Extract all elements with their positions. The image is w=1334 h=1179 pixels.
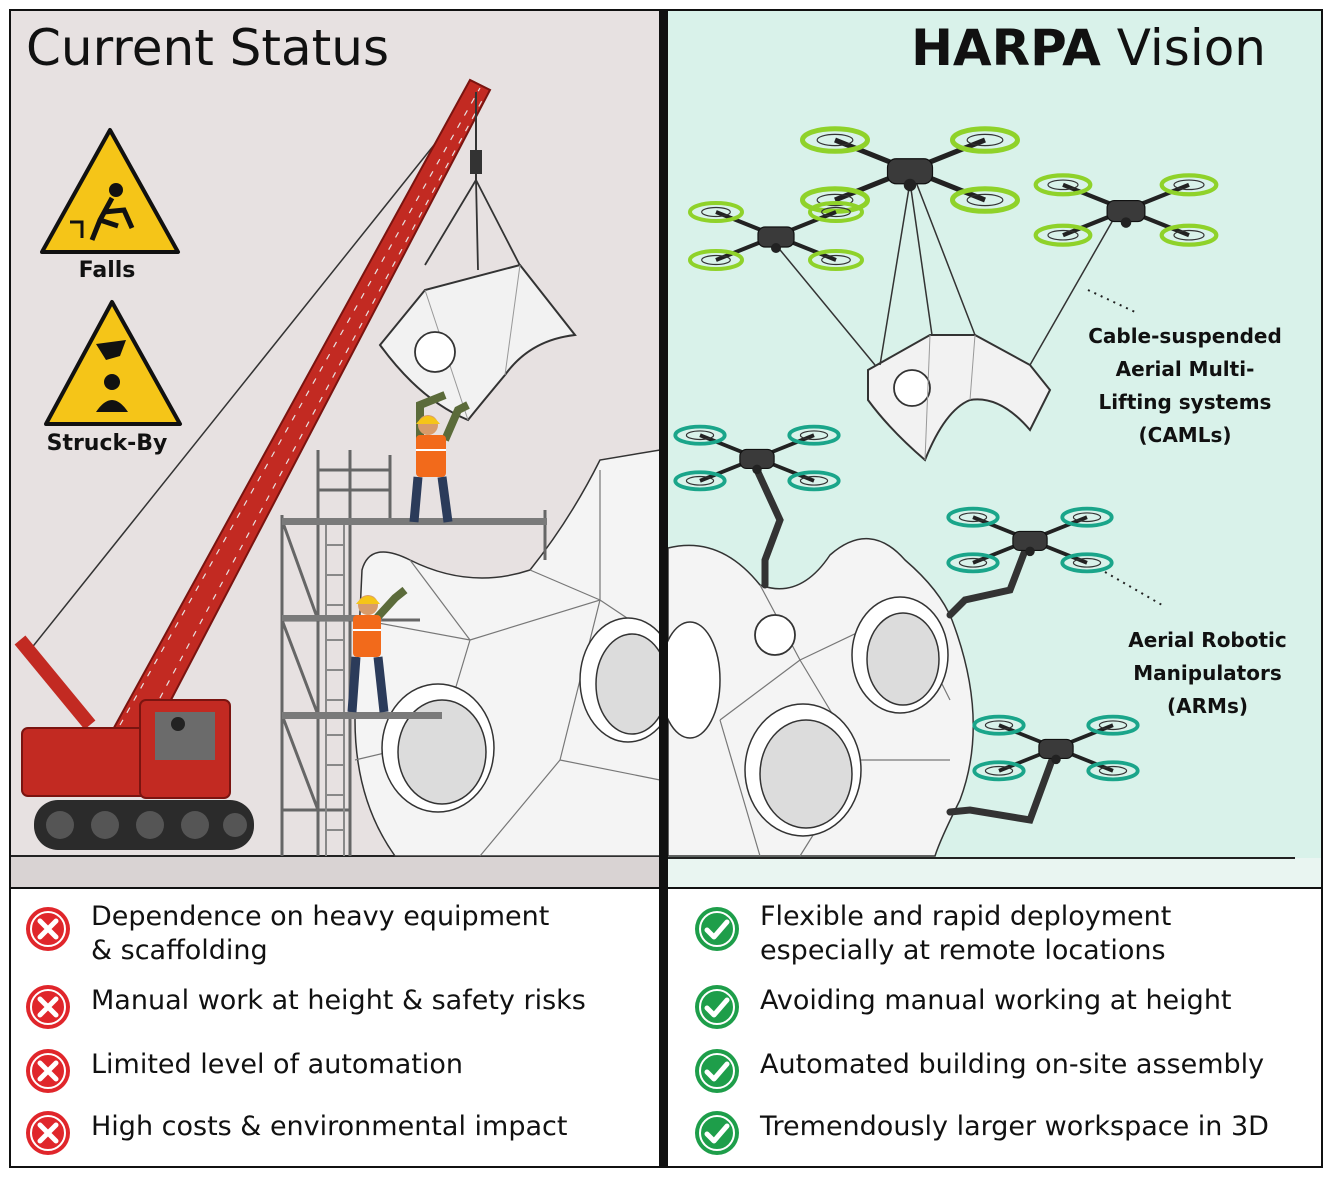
list-item-text: Avoiding manual working at height xyxy=(760,984,1232,1018)
worker-bottom xyxy=(347,586,408,713)
building-shell-left xyxy=(354,449,677,857)
caml-label-line: Aerial Multi- xyxy=(1115,357,1255,381)
struck-by-warning-sign xyxy=(44,300,182,426)
check-icon xyxy=(695,1049,739,1093)
check-icon xyxy=(695,1111,739,1155)
list-item-line: Limited level of automation xyxy=(91,1049,463,1080)
arm-label-line: Manipulators xyxy=(1133,661,1282,685)
list-item-text: Limited level of automation xyxy=(91,1048,463,1082)
drone-icon xyxy=(946,506,1114,574)
crane xyxy=(14,78,531,850)
arm-label-line: Aerial Robotic xyxy=(1128,628,1287,652)
list-item-text: Dependence on heavy equipment & scaffold… xyxy=(91,900,549,968)
right-ground xyxy=(668,858,1322,888)
caml-label-line: Lifting systems xyxy=(1098,390,1272,414)
list-item-text: Automated building on-site assembly xyxy=(760,1048,1264,1082)
panel-divider xyxy=(659,10,668,1167)
cross-icon xyxy=(26,907,70,951)
caml-label-line: Cable-suspended xyxy=(1088,324,1282,348)
list-item-line: especially at remote locations xyxy=(760,935,1166,966)
list-item-text: High costs & environmental impact xyxy=(91,1110,567,1144)
worker-top xyxy=(409,391,470,523)
caml-label: Cable-suspended Aerial Multi- Lifting sy… xyxy=(1080,320,1290,452)
list-item-line: Flexible and rapid deployment xyxy=(760,901,1172,932)
drones xyxy=(673,126,1219,782)
drone-icon xyxy=(688,201,864,271)
list-item-text: Tremendously larger workspace in 3D xyxy=(760,1110,1269,1144)
cross-icon xyxy=(26,985,70,1029)
falls-warning-sign xyxy=(40,128,180,254)
arm-label-line: (ARMs) xyxy=(1167,694,1248,718)
right-panel-title: HARPA Vision xyxy=(911,18,1266,78)
cross-icon xyxy=(26,1111,70,1155)
list-item-line: Avoiding manual working at height xyxy=(760,985,1232,1016)
suspended-panel-right xyxy=(867,334,1052,462)
left-panel-title: Current Status xyxy=(26,19,390,77)
caml-leader xyxy=(1087,289,1136,313)
arm-label: Aerial Robotic Manipulators (ARMs) xyxy=(1110,624,1305,723)
hazard-label-falls: Falls xyxy=(78,258,136,283)
right-title-bold: HARPA xyxy=(911,19,1101,77)
right-title-rest: Vision xyxy=(1100,19,1266,77)
list-item-line: Tremendously larger workspace in 3D xyxy=(760,1111,1269,1142)
list-item-line: Automated building on-site assembly xyxy=(760,1049,1265,1080)
list-item-text: Manual work at height & safety risks xyxy=(91,984,586,1018)
list-item-line: Manual work at height & safety risks xyxy=(91,985,586,1016)
drone-icon xyxy=(673,424,841,492)
caml-label-line: (CAMLs) xyxy=(1138,423,1232,447)
drone-icon xyxy=(972,714,1140,782)
list-item-line: High costs & environmental impact xyxy=(91,1111,568,1142)
list-item-line: & scaffolding xyxy=(91,935,268,966)
building-shell-right xyxy=(659,538,974,857)
check-icon xyxy=(695,907,739,951)
list-item-text: Flexible and rapid deployment especially… xyxy=(760,900,1171,968)
hanging-panel-left xyxy=(378,263,577,422)
list-item-line: Dependence on heavy equipment xyxy=(91,901,550,932)
left-ground xyxy=(10,856,660,888)
ladder xyxy=(325,520,345,856)
cables xyxy=(775,181,1114,366)
cross-icon xyxy=(26,1049,70,1093)
robotic-arms xyxy=(753,466,1056,824)
hazard-label-struck-by: Struck-By xyxy=(46,431,168,456)
drone-icon xyxy=(1033,173,1219,247)
drone-icon xyxy=(800,126,1020,214)
check-icon xyxy=(695,985,739,1029)
